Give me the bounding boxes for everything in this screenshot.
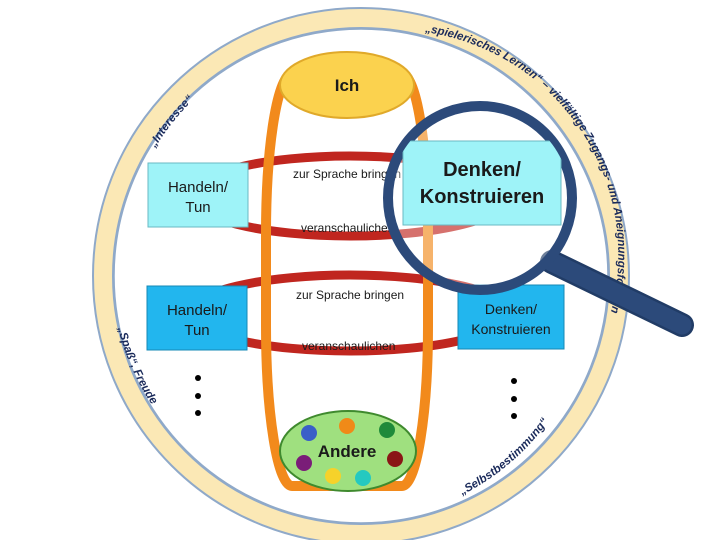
denken-box-mid-line2: Konstruieren	[471, 321, 550, 337]
denken-box-magnified	[402, 140, 562, 226]
andere-label: Andere	[318, 442, 377, 461]
handeln-box-top-line1: Handeln/	[168, 179, 229, 196]
dot-darkred	[387, 451, 403, 467]
ring2-bottom-label: veranschaulichen	[302, 339, 395, 353]
denken-box-magnified-line1: Denken/	[443, 159, 521, 181]
ich-label: Ich	[335, 76, 360, 95]
handeln-box-top	[147, 162, 249, 228]
vertical-ellipsis-icon-right	[511, 378, 517, 419]
ring1-bottom-label: veranschaulichen	[301, 221, 394, 235]
denken-box-mid-line1: Denken/	[485, 301, 537, 317]
outer-circle-fill	[94, 9, 628, 540]
handeln-box-mid	[146, 285, 248, 351]
magnifying-glass-icon	[383, 101, 694, 337]
dot-cyan	[355, 470, 371, 486]
dot-green	[379, 422, 395, 438]
dot-yellow	[325, 468, 341, 484]
handeln-box-mid-line2: Tun	[184, 322, 209, 339]
andere-dots	[296, 418, 403, 486]
dot-orange	[339, 418, 355, 434]
vertical-ellipsis-icon-left	[195, 375, 201, 416]
handeln-box-mid-line1: Handeln/	[167, 302, 228, 319]
ich-ellipse	[279, 51, 415, 119]
ring1-top-label: zur Sprache bringen	[293, 167, 401, 181]
dot-blue	[301, 425, 317, 441]
denken-box-mid	[457, 284, 565, 350]
ring2-top-label: zur Sprache bringen	[296, 288, 404, 302]
denken-box-magnified-line2: Konstruieren	[420, 186, 544, 208]
handeln-box-top-line2: Tun	[185, 199, 210, 216]
dot-purple	[296, 455, 312, 471]
